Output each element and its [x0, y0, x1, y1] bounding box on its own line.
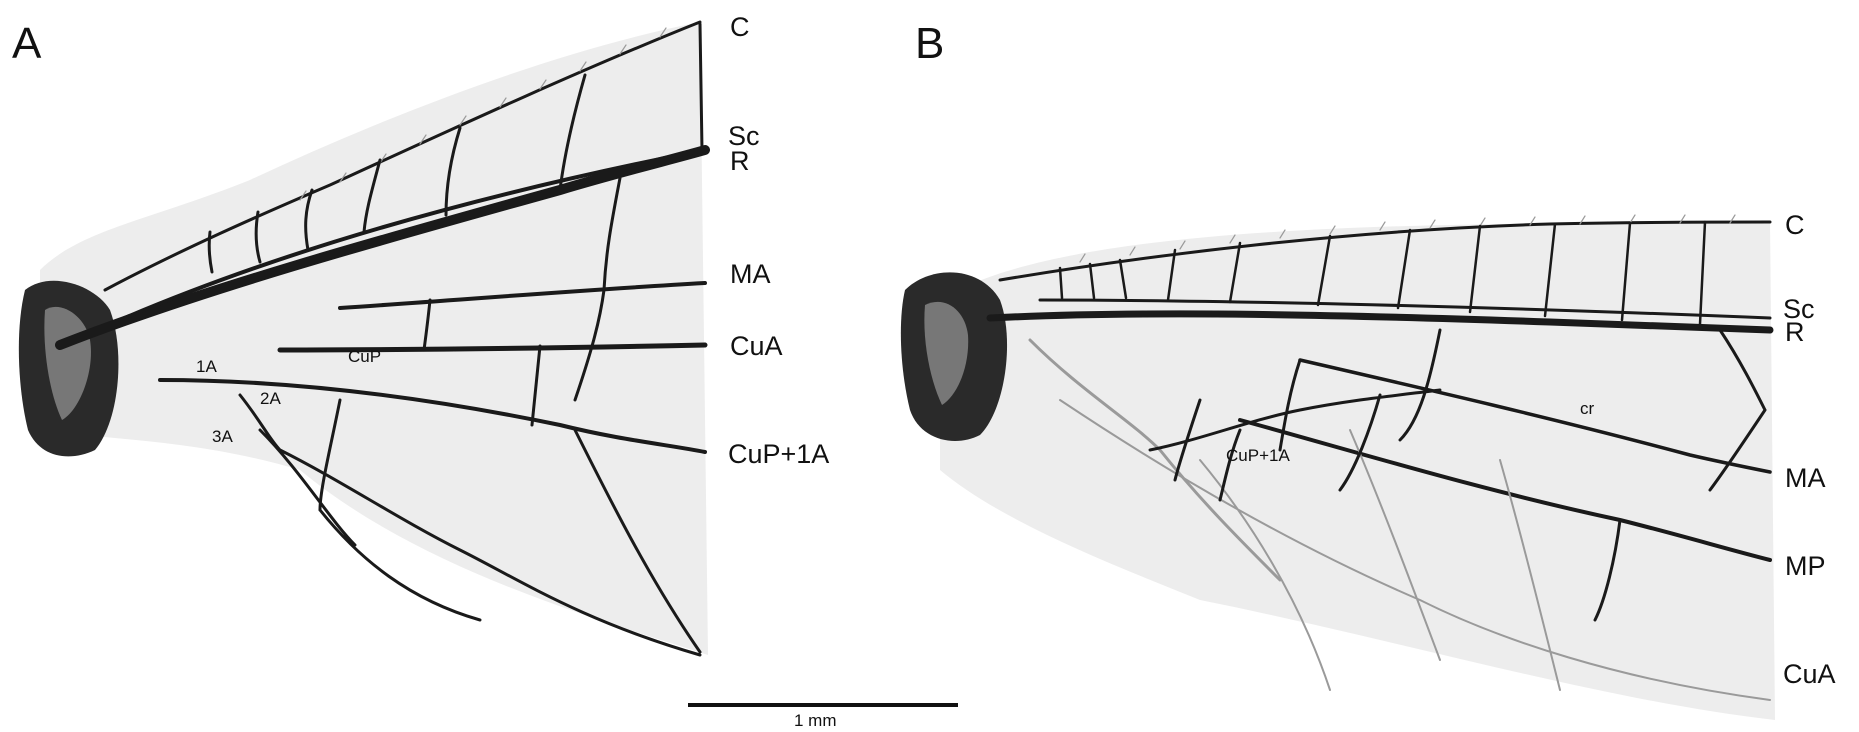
- wing-b-membrane: [940, 221, 1775, 720]
- label-a-c: C: [730, 12, 750, 42]
- label-a-cup1a: CuP+1A: [728, 439, 829, 469]
- label-b-r: R: [1785, 317, 1805, 347]
- label-a-2a: 2A: [260, 389, 281, 408]
- label-b-cr: cr: [1580, 399, 1595, 418]
- wing-a: [19, 22, 708, 655]
- label-a-cup: CuP: [348, 347, 381, 366]
- label-b-cua: CuA: [1783, 659, 1836, 689]
- scale-bar-label: 1 mm: [794, 711, 837, 730]
- label-b-cup1a: CuP+1A: [1226, 446, 1290, 465]
- label-a-cua: CuA: [730, 331, 783, 361]
- label-b-c: C: [1785, 210, 1805, 240]
- label-b-ma: MA: [1785, 463, 1826, 493]
- label-a-3a: 3A: [212, 427, 233, 446]
- label-a-r: R: [730, 146, 750, 176]
- label-a-ma: MA: [730, 259, 771, 289]
- wing-a-membrane: [40, 22, 708, 655]
- panel-b-letter: B: [915, 19, 944, 68]
- label-a-1a: 1A: [196, 357, 217, 376]
- wing-b: [901, 215, 1775, 720]
- panel-a-letter: A: [12, 19, 42, 68]
- label-b-mp: MP: [1785, 551, 1826, 581]
